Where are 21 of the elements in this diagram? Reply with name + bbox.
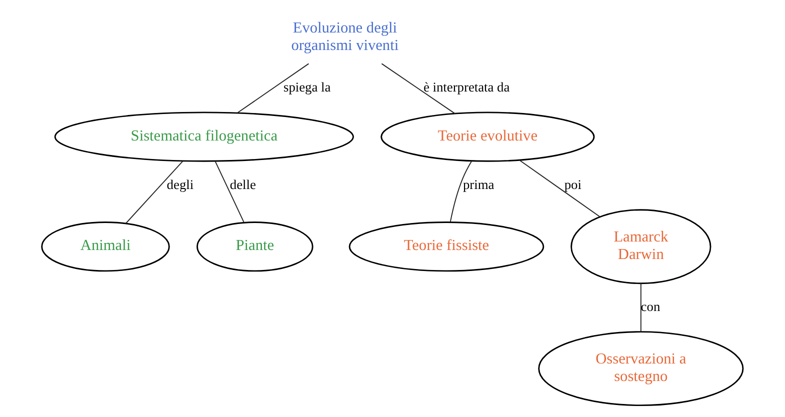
connector [125,160,184,224]
connector [450,160,472,223]
node-text: Evoluzione degli organismi viventi [291,20,399,54]
connector [236,63,310,114]
connector [640,282,642,332]
connector [381,63,456,114]
node-ellipse: Sistematica filogenetica [54,112,354,162]
edge-label: poi [564,177,582,192]
node-ellipse: Teorie fissiste [348,222,544,272]
node-ellipse: Teorie evolutive [380,112,595,162]
connector [518,160,600,218]
edge-label: spiega la [283,80,331,95]
node-ellipse: Osservazioni a sostegno [538,331,744,406]
edge-label: degli [166,177,194,192]
node-ellipse: Animali [41,222,170,272]
edge-label: delle [230,177,256,192]
edge-label: prima [462,177,494,192]
node-ellipse: Piante [196,222,314,272]
connector [214,160,245,224]
node-ellipse: Lamarck Darwin [570,209,712,284]
edge-label: è interpretata da [423,80,510,95]
